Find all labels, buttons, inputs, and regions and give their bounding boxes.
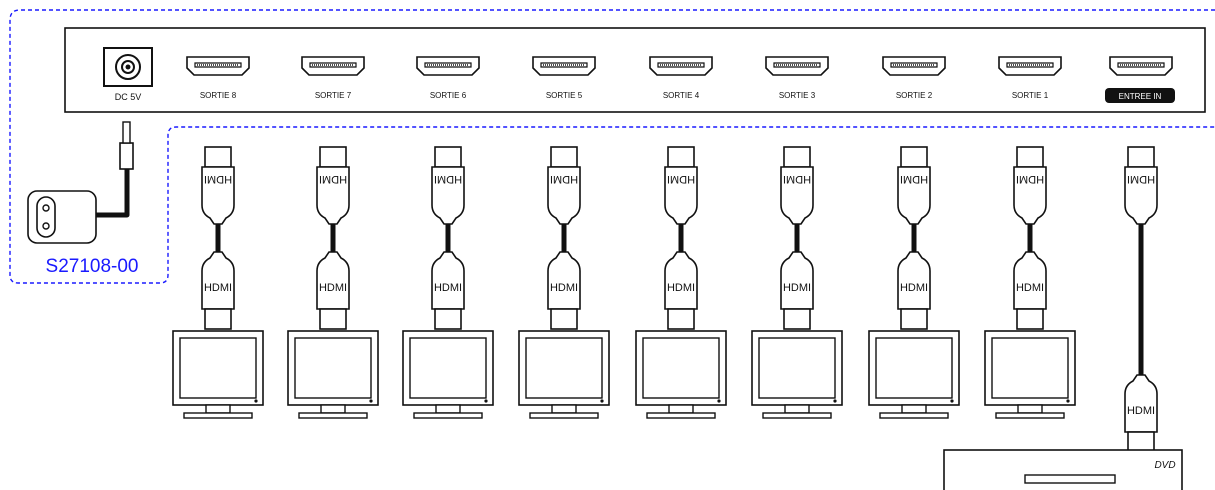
hdmi-label-top: HDMI [204,173,232,185]
output-port-label: SORTIE 4 [663,91,700,100]
hdmi-label-bottom: HDMI [204,282,232,294]
dvd-player [943,449,1183,490]
hdmi-label-top: HDMI [1016,173,1044,185]
power-label: DC 5V [115,92,142,102]
output-3: SORTIE 3 HDMI HDMI [751,56,843,419]
output-port [998,56,1062,76]
hdmi-label-top: HDMI [783,173,811,185]
monitor [172,330,264,419]
output-port-label: SORTIE 7 [315,91,352,100]
input-port-label: ENTREE IN [1119,92,1162,101]
output-port-label: SORTIE 5 [546,91,583,100]
hdmi-label-bottom: HDMI [1127,405,1155,417]
hdmi-label-top: HDMI [550,173,578,185]
output-port-label: SORTIE 3 [779,91,816,100]
power-cord [96,165,130,218]
hdmi-label-top: HDMI [1127,173,1155,185]
input-label-badge [1105,88,1175,103]
monitor [287,330,379,419]
monitor [518,330,610,419]
power-group-border [9,9,1215,284]
hdmi-label-top: HDMI [319,173,347,185]
hdmi-label-top: HDMI [434,173,462,185]
output-port [186,56,250,76]
hdmi-label-bottom: HDMI [550,282,578,294]
dc-plug [119,121,134,170]
output-6: SORTIE 6 HDMI HDMI [402,56,494,419]
output-port-label: SORTIE 8 [200,91,237,100]
input-cable: HDMI HDMI [1124,146,1158,453]
output-port-label: SORTIE 1 [1012,91,1049,100]
output-4: SORTIE 4 HDMI HDMI [635,56,727,419]
output-port [416,56,480,76]
output-5: SORTIE 5 HDMI HDMI [518,56,610,419]
monitor [635,330,727,419]
hdmi-label-top: HDMI [900,173,928,185]
monitor [868,330,960,419]
hdmi-label-bottom: HDMI [319,282,347,294]
hdmi-label-bottom: HDMI [1016,282,1044,294]
power-adapter [27,190,97,244]
adapter-model-label: S27108-00 [46,256,139,277]
hdmi-label-top: HDMI [667,173,695,185]
output-port-label: SORTIE 6 [430,91,467,100]
dvd-label: DVD [1154,460,1175,471]
hdmi-label-bottom: HDMI [667,282,695,294]
output-port [649,56,713,76]
hdmi-label-bottom: HDMI [900,282,928,294]
monitor [751,330,843,419]
output-port [301,56,365,76]
output-1: SORTIE 1 HDMI HDMI [984,56,1076,419]
output-port [532,56,596,76]
dc-power-jack [103,47,153,87]
output-port-label: SORTIE 2 [896,91,933,100]
monitor [402,330,494,419]
monitor [984,330,1076,419]
output-2: SORTIE 2 HDMI HDMI [868,56,960,419]
input-port [1109,56,1173,76]
hdmi-label-bottom: HDMI [434,282,462,294]
output-port [765,56,829,76]
output-7: SORTIE 7 HDMI HDMI [287,56,379,419]
output-port [882,56,946,76]
hdmi-label-bottom: HDMI [783,282,811,294]
output-8: SORTIE 8 HDMI HDMI [172,56,264,419]
